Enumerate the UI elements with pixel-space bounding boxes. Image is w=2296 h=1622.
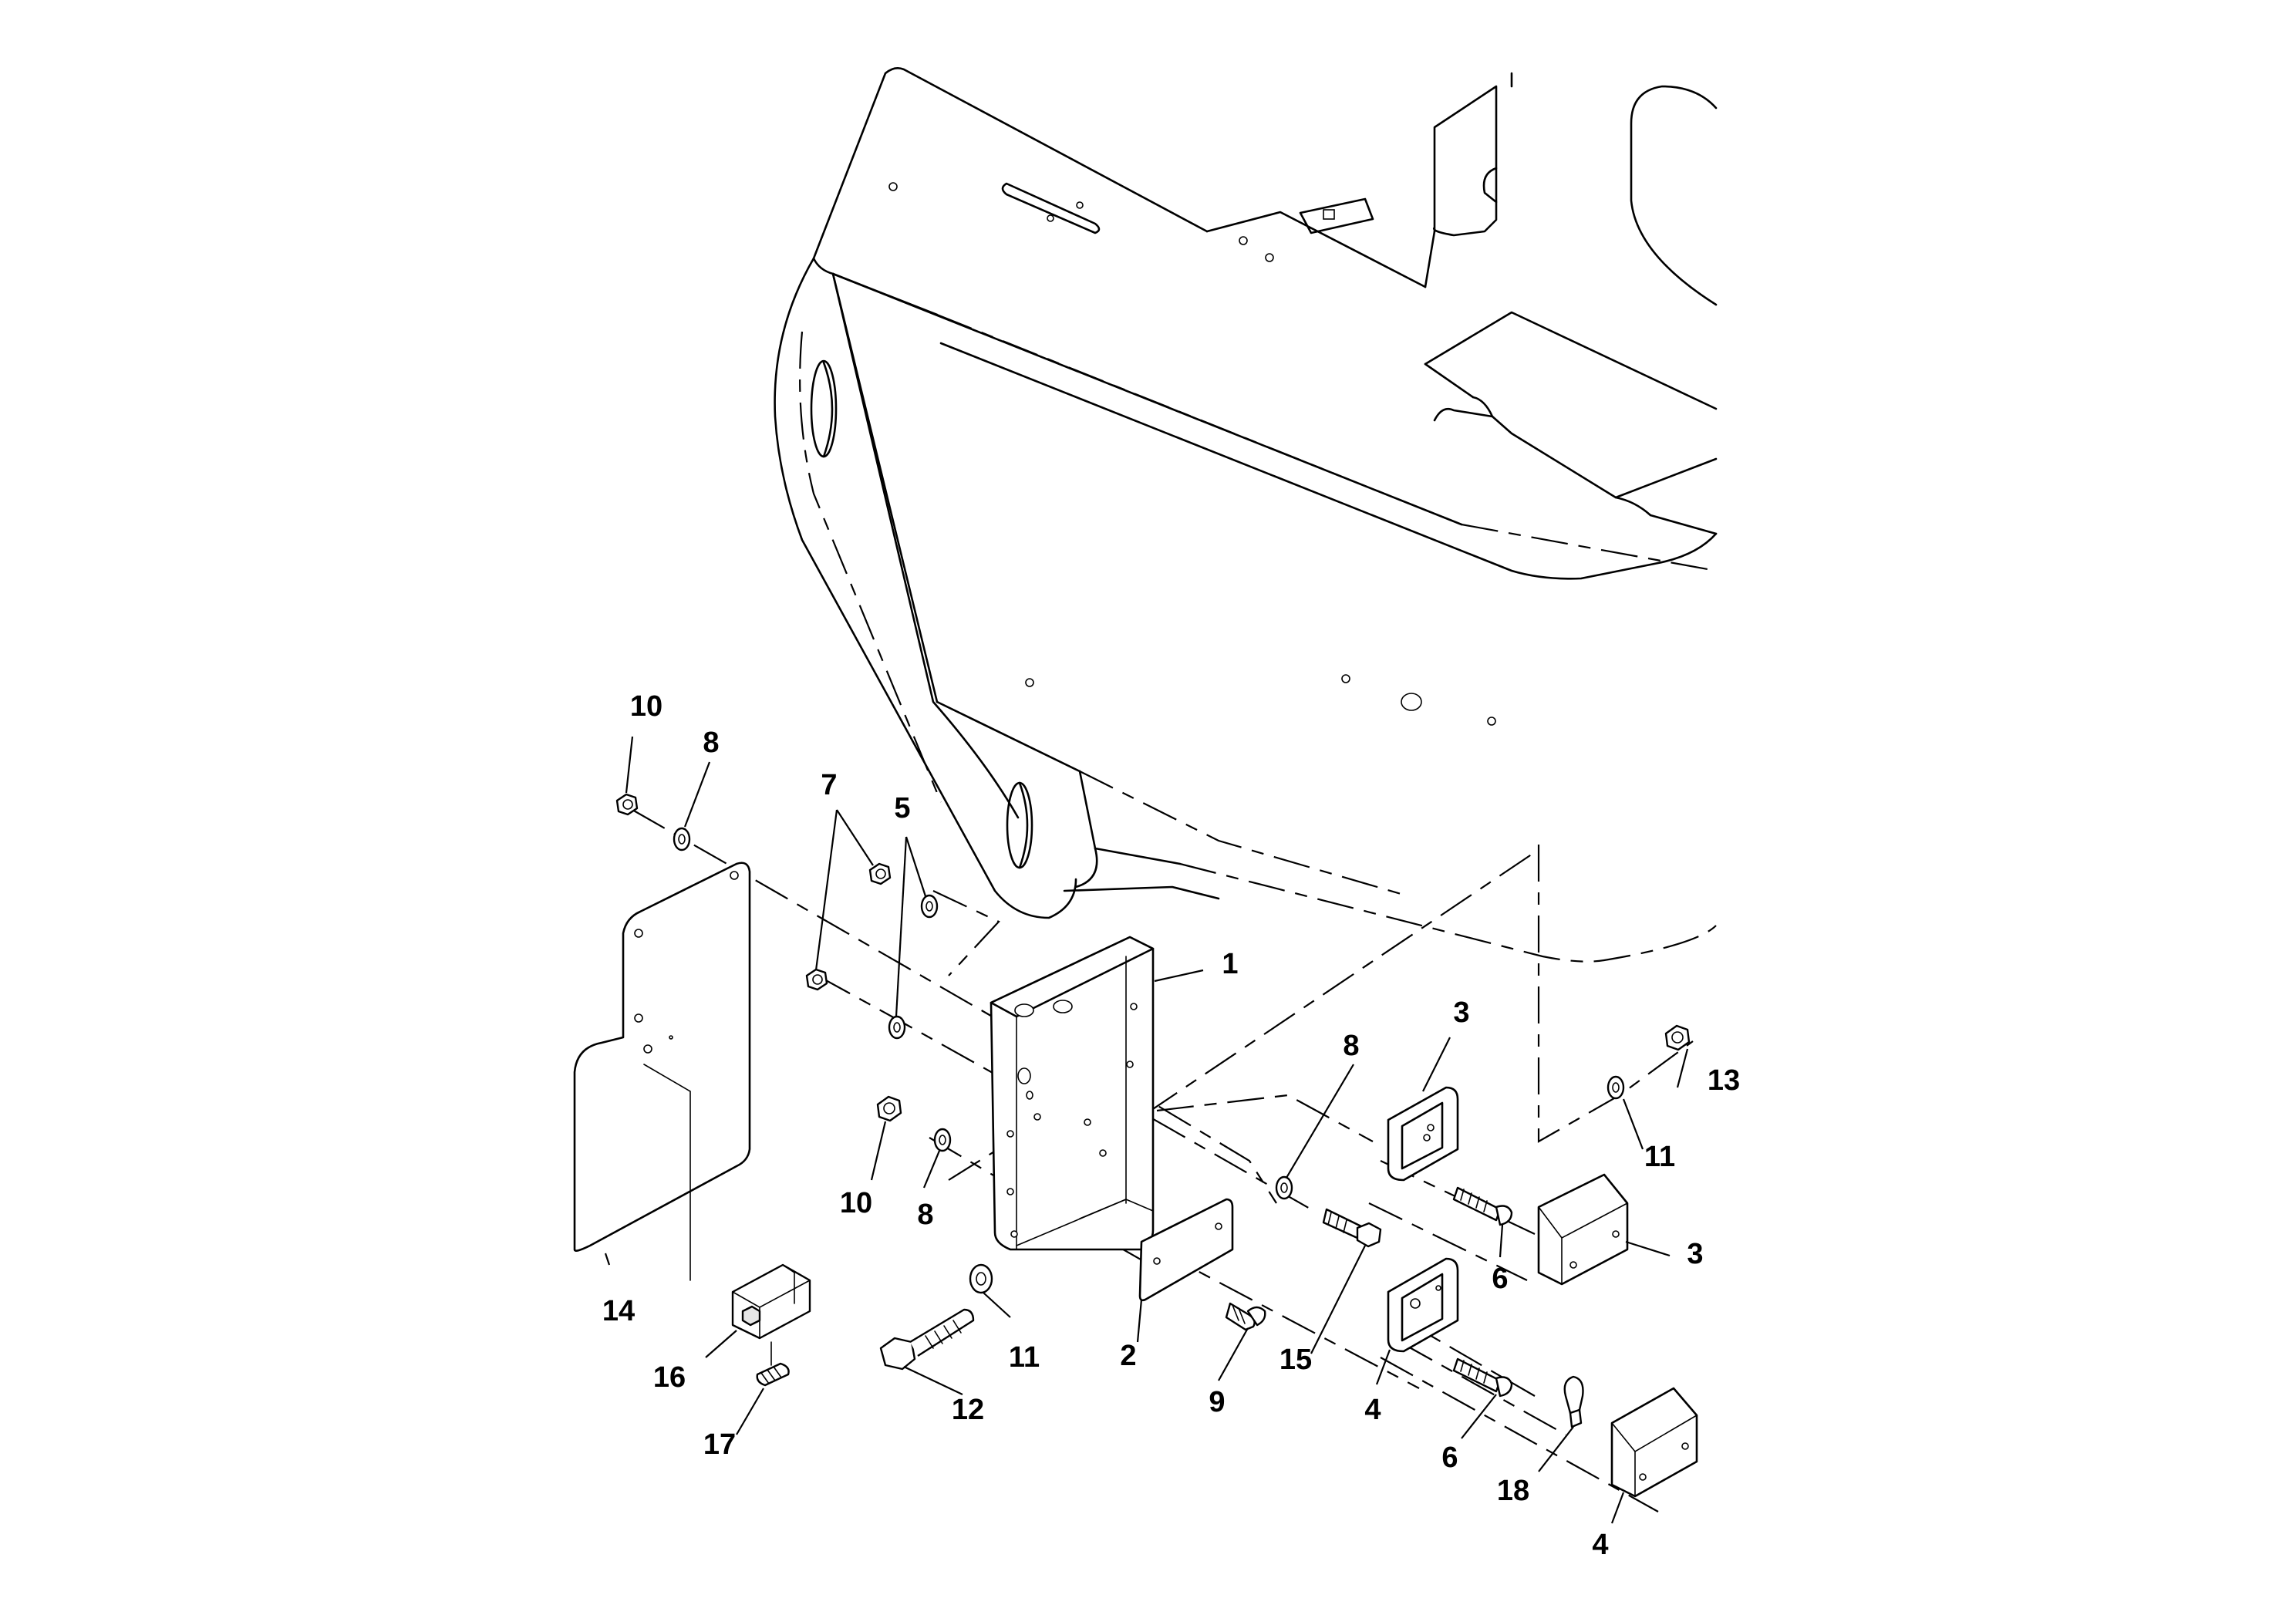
callout-2: 2 [1120,1340,1136,1372]
part-5-washer-b [888,1015,906,1040]
part-8-washer-upper [673,827,691,851]
callout-6-upper: 6 [1492,1263,1508,1295]
part-8-washer-lower [933,1128,952,1152]
part-13-nut [1664,1024,1691,1051]
assembly-lines [632,809,1694,1512]
callout-13: 13 [1708,1064,1740,1097]
part-16-switch-block [731,1263,811,1340]
part-10-nut-upper [615,793,639,816]
part-12-hex-bolt [879,1308,975,1371]
part-7-nut-a [868,862,892,885]
callout-5: 5 [894,792,910,824]
callout-7: 7 [821,769,837,801]
callout-8-right: 8 [1343,1030,1359,1062]
part-8-washer-right [1275,1175,1293,1200]
callout-4-gasket: 4 [1364,1394,1381,1426]
part-17-pin [756,1341,790,1387]
callout-4-housing: 4 [1592,1529,1608,1561]
callout-17: 17 [703,1428,736,1461]
callout-12: 12 [952,1394,984,1426]
callout-3-housing: 3 [1687,1238,1703,1270]
part-10-nut-lower [876,1095,902,1122]
leader-lines [604,736,1689,1524]
callout-1: 1 [1222,948,1238,980]
part-11-washer-lower [969,1263,993,1294]
part-5-washer-a [920,894,939,919]
part-4-lamp-housing [1610,1387,1698,1498]
part-18-bulb [1563,1375,1584,1428]
callout-3-gasket: 3 [1453,996,1469,1029]
callout-14: 14 [602,1295,635,1327]
part-2-plate [1138,1198,1234,1302]
callout-labels: 1 2 3 3 4 4 5 6 6 7 8 8 8 9 10 10 11 11 … [602,690,1740,1561]
frame-chassis [774,67,1718,963]
part-6-screw-lower [1452,1357,1513,1398]
callout-10-lower: 10 [840,1187,872,1219]
part-4-gasket [1387,1257,1459,1353]
part-3-lamp-housing [1537,1173,1629,1286]
part-14-mounting-plate [573,862,751,1281]
callout-6-lower: 6 [1441,1442,1458,1474]
callout-9: 9 [1209,1386,1225,1418]
callout-11-lower: 11 [1009,1341,1040,1374]
part-11-washer-right [1607,1075,1625,1100]
part-3-gasket [1387,1086,1459,1182]
callout-11-right: 11 [1644,1141,1675,1173]
part-9-screw [1225,1302,1266,1331]
part-6-screw-upper [1452,1186,1513,1226]
part-15-bolt [1322,1208,1382,1248]
callout-8-lower: 8 [917,1199,933,1231]
part-7-nut-b [805,968,828,991]
callout-15: 15 [1279,1344,1312,1376]
callout-18: 18 [1497,1475,1529,1507]
part-1-lamp-bracket [990,936,1155,1251]
callout-8-upper: 8 [703,727,719,759]
callout-10-upper: 10 [630,690,663,723]
callout-16: 16 [653,1361,686,1394]
